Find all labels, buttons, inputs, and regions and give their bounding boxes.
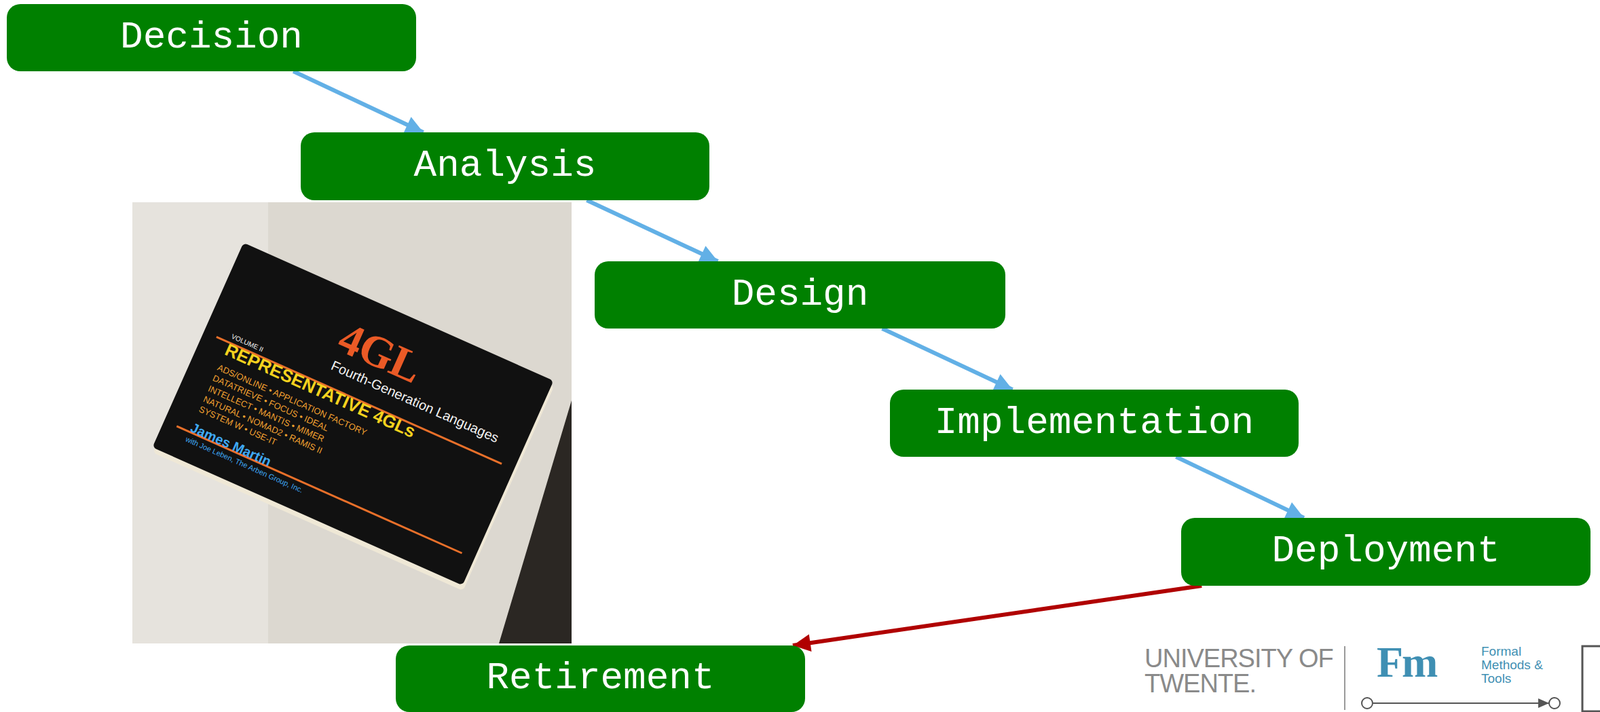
logo-state — [1549, 697, 1560, 709]
logo-track — [1371, 702, 1550, 704]
box-label: Decision — [120, 16, 303, 60]
box-label: Design — [731, 274, 869, 317]
logo-arrowhead — [1538, 698, 1550, 709]
group-logo-text: Formal Methods & Tools — [1481, 644, 1550, 686]
logo-state — [1361, 697, 1373, 709]
logo-separator — [1344, 646, 1346, 711]
process-box: Decision — [6, 4, 417, 72]
process-box: Deployment — [1181, 517, 1591, 586]
book-cover — [152, 243, 554, 586]
process-box: Implementation — [889, 389, 1299, 457]
box-label: Retirement — [486, 657, 715, 700]
flow-arrow — [586, 200, 718, 262]
university-logo-text: UNIVERSITY OF TWENTE. — [1144, 646, 1342, 697]
flow-arrow — [1175, 456, 1305, 518]
box-label: Implementation — [934, 402, 1254, 445]
process-box: Design — [594, 261, 1006, 329]
flow-arrow — [293, 71, 423, 133]
photo-background — [132, 202, 572, 644]
book-shape — [150, 243, 556, 592]
logo-fragment — [1582, 646, 1600, 712]
flow-arrow — [792, 585, 1202, 646]
process-box: Retirement — [395, 645, 806, 712]
group-logo-mark: Fm — [1376, 640, 1479, 685]
box-label: Deployment — [1271, 530, 1500, 573]
flow-arrow — [882, 328, 1013, 390]
process-box: Analysis — [300, 132, 710, 201]
box-label: Analysis — [414, 145, 597, 188]
